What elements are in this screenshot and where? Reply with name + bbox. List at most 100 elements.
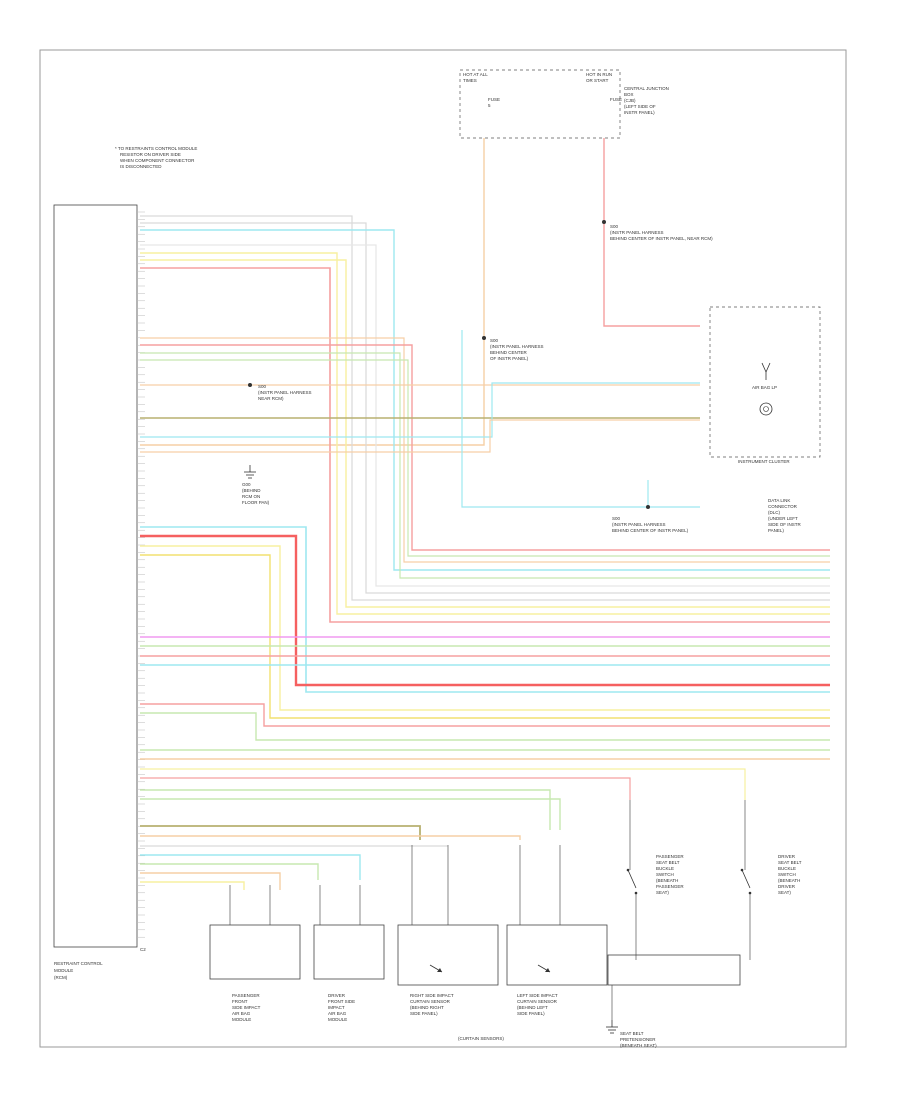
module-pin-lines	[137, 211, 145, 938]
instrument-cluster-box	[709, 306, 821, 458]
dlc-line-5: SIDE OF INSTR	[768, 522, 802, 527]
wire	[140, 703, 830, 727]
wire	[140, 344, 830, 551]
wire	[140, 526, 830, 693]
wire	[140, 777, 631, 800]
switch-2-line-7: SEAT)	[778, 890, 791, 895]
wire	[140, 863, 319, 880]
restraint-control-module	[53, 204, 138, 948]
switch-2-line-6: DRIVER	[778, 884, 796, 889]
wire	[140, 244, 830, 587]
cjb-line-2: BOX	[624, 92, 634, 97]
module-pin-label: C2	[140, 947, 146, 952]
cjb-line-4: (LEFT SIDE OF	[624, 104, 656, 109]
ground-label-line-1: G00	[242, 482, 251, 487]
cjb-line-3: (CJB)	[624, 98, 636, 103]
splice-2-line-2: (INSTR PANEL HARNESS	[610, 230, 664, 235]
ground-label-line-4: FLOOR PAN)	[242, 500, 270, 505]
splice-4-line-2: (INSTR PANEL HARNESS	[612, 522, 666, 527]
sensor-4-line-1: LEFT SIDE IMPACT	[517, 993, 558, 998]
switch-1-line-5: (BENEATH	[656, 878, 678, 883]
switch-1-line-2: SEAT BELT	[656, 860, 680, 865]
switch-1-line-7: SEAT)	[656, 890, 669, 895]
wire	[140, 798, 561, 830]
chime-icon	[759, 402, 773, 416]
switch-2-line-5: (BENEATH	[778, 878, 800, 883]
sensor-4-line-4: SIDE PANEL)	[517, 1011, 545, 1016]
driver-side-airbag-box	[313, 924, 385, 980]
wire	[140, 259, 830, 608]
sensor-3-line-3: (BEHIND RIGHT	[410, 1005, 444, 1010]
wire	[140, 545, 830, 711]
wire	[140, 359, 830, 557]
cjb-line-5: INSTR PANEL)	[624, 110, 655, 115]
splice-dot	[602, 220, 606, 224]
splice-3-line-3: NEAR RCM)	[258, 396, 284, 401]
module-name-line-2: MODULE	[54, 968, 73, 973]
sensor-4-line-3: (BEHIND LEFT	[517, 1005, 548, 1010]
pretensioner-line-3: (BENEATH SEAT)	[620, 1043, 657, 1048]
module-note-line-2: RESISTOR ON DRIVER SIDE	[120, 152, 181, 157]
air-bag-lamp-icon	[761, 362, 771, 380]
cjb-line-1: CENTRAL JUNCTION	[624, 86, 669, 91]
wire	[140, 382, 700, 438]
sensor-4-line-2: CURTAIN SENSOR	[517, 999, 558, 1004]
ground-icon	[244, 465, 256, 479]
fuse-left-line-2: TIMES	[463, 78, 477, 83]
module-name-line-1: RESTRAINT CONTROL	[54, 961, 103, 966]
splice-4-line-1: S00	[612, 516, 621, 521]
wire	[140, 138, 485, 446]
splice-1-line-4: OF INSTR PANEL)	[490, 356, 529, 361]
fuse-left-line-4: 5	[488, 103, 491, 108]
wire	[140, 835, 521, 840]
switch-2-line-3: BUCKLE	[778, 866, 796, 871]
sensor-1-line-5: MODULE	[232, 1017, 251, 1022]
dlc-line-2: CONNECTOR	[768, 504, 798, 509]
switch-2-line-2: SEAT BELT	[778, 860, 802, 865]
splice-3-line-2: (INSTR PANEL HARNESS	[258, 390, 312, 395]
pretensioner-box	[607, 954, 741, 986]
wire-harness	[140, 138, 830, 1020]
instrument-cluster-label: INSTRUMENT CLUSTER	[738, 459, 790, 464]
switch-1-line-4: SWITCH	[656, 872, 674, 877]
pretensioner-line-1: SEAT BELT	[620, 1031, 644, 1036]
sensor-3-line-2: CURTAIN SENSOR	[410, 999, 451, 1004]
sensor-3-line-4: SIDE PANEL)	[410, 1011, 438, 1016]
wire	[140, 854, 361, 880]
splice-dot	[482, 336, 486, 340]
wire	[603, 138, 700, 327]
fuse-left-line-3: FUSE	[488, 97, 500, 102]
splice-dot	[646, 505, 650, 509]
sensor-1-line-1: PASSENGER	[232, 993, 260, 998]
pretensioner-line-2: PRETENSIONER	[620, 1037, 656, 1042]
module-note-line-3: WHEN COMPONENT CONNECTOR	[120, 158, 195, 163]
switch-1-line-1: PASSENGER	[656, 854, 684, 859]
wire	[140, 768, 746, 800]
left-curtain-sensor-icon	[537, 964, 551, 973]
air-bag-lamp-label: AIR BAG LP	[752, 385, 777, 390]
module-name-line-3: (RCM)	[54, 975, 68, 980]
ground-icon-2	[606, 1020, 618, 1034]
dlc-line-4: (UNDER LEFT	[768, 516, 798, 521]
fuse-right-line-1: HOT IN RUN	[586, 72, 612, 77]
wire	[140, 352, 830, 579]
splice-4-line-3: BEHIND CENTER OF INSTR PANEL)	[612, 528, 689, 533]
fuse-left-line-1: HOT AT ALL	[463, 72, 488, 77]
ground-label-line-2: (BEHIND	[242, 488, 261, 493]
dlc-line-6: PANEL)	[768, 528, 784, 533]
splice-1-line-3: BEHIND CENTER	[490, 350, 528, 355]
sensor-2-line-1: DRIVER	[328, 993, 346, 998]
wire	[140, 825, 421, 840]
left-curtain-sensor-box	[506, 924, 608, 986]
module-note-line-1: * TO RESTRAINTS CONTROL MODULE	[115, 146, 197, 151]
splice-2-line-3: BEHIND CENTER OF INSTR PANEL, NEAR RCM)	[610, 236, 713, 241]
splice-3-line-1: S00	[258, 384, 267, 389]
module-note-line-4: IS DISCONNECTED	[120, 164, 162, 169]
sensor-1-line-4: AIR BAG	[232, 1011, 251, 1016]
wire	[140, 419, 700, 453]
driver-buckle-switch-icon	[740, 868, 752, 895]
switch-1-line-6: PASSENGER	[656, 884, 684, 889]
fuse-right-line-3: FUSE	[610, 97, 622, 102]
